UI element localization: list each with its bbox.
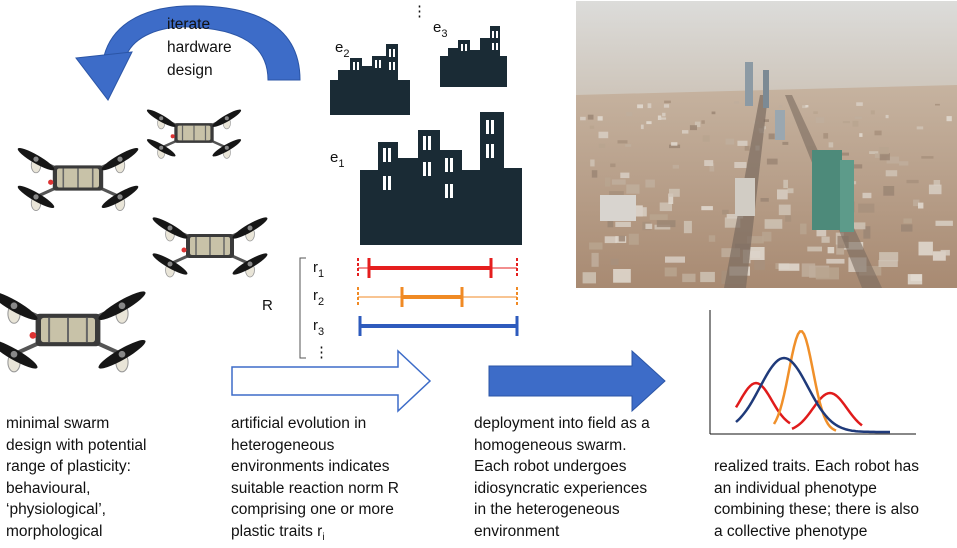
caption-line: idiosyncratic experiences (474, 478, 650, 500)
trait-r3-range (360, 316, 517, 336)
caption-line: homogeneous swarm. (474, 435, 650, 457)
trait-more-label: ⋮ (314, 344, 329, 361)
reaction-norm-label: R (262, 297, 273, 314)
caption-line: deployment into field as a (474, 413, 650, 435)
caption-line: environment (474, 521, 650, 543)
drone-icon (0, 288, 148, 373)
city-aerial-photo (576, 1, 957, 288)
drone-icon (151, 215, 270, 278)
caption-line: in the heterogeneous (474, 499, 650, 521)
caption-line: artificial evolution in (231, 413, 399, 435)
caption-swarm: minimal swarm design with potential rang… (6, 413, 146, 542)
caption-line: range of plasticity: (6, 456, 146, 478)
iterate-label-1: iterate (167, 16, 210, 33)
trait-r1-range (358, 258, 517, 278)
caption-line: morphological (6, 521, 146, 543)
caption-line: Each robot undergoes (474, 456, 650, 478)
caption-line: a collective phenotype (714, 521, 919, 543)
iterate-label-2: hardware (167, 39, 232, 56)
caption-subscript: i (322, 532, 324, 543)
phenotype-plot (710, 310, 916, 434)
caption-line: comprising one or more (231, 499, 399, 521)
caption-line: behavioural, (6, 478, 146, 500)
caption-text: plastic traits r (231, 523, 322, 540)
caption-line: design with potential (6, 435, 146, 457)
env-more-label: ⋮ (412, 3, 427, 20)
caption-line: plastic traits ri (231, 521, 399, 548)
trait-r3-label: r3 (313, 317, 324, 338)
trait-r2-range (358, 287, 517, 307)
caption-line: suitable reaction norm R (231, 478, 399, 500)
caption-line: realized traits. Each robot has (714, 456, 919, 478)
trait-r1-label: r1 (313, 259, 324, 280)
env-e2-label: e2 (335, 39, 349, 60)
trait-r2-label: r2 (313, 287, 324, 308)
env-e3-label: e3 (433, 19, 447, 40)
caption-line: ‘physiological’, (6, 499, 146, 521)
caption-line: combining these; there is also (714, 499, 919, 521)
city-e3-icon (440, 26, 507, 87)
deployment-arrow (489, 351, 665, 411)
caption-evolution: artificial evolution in heterogeneous en… (231, 413, 399, 548)
drone-swarm (0, 107, 269, 372)
caption-line: an individual phenotype (714, 478, 919, 500)
env-e1-label: e1 (330, 149, 344, 170)
evolution-arrow (232, 351, 430, 411)
drone-icon (145, 107, 242, 159)
caption-realized: realized traits. Each robot has an indiv… (714, 456, 919, 542)
city-e1-icon (360, 112, 522, 245)
caption-line: heterogeneous (231, 435, 399, 457)
caption-line: minimal swarm (6, 413, 146, 435)
caption-deployment: deployment into field as a homogeneous s… (474, 413, 650, 542)
caption-line: environments indicates (231, 456, 399, 478)
drone-icon (16, 145, 141, 211)
reaction-norm-bracket (300, 258, 306, 358)
iterate-label-3: design (167, 62, 213, 79)
